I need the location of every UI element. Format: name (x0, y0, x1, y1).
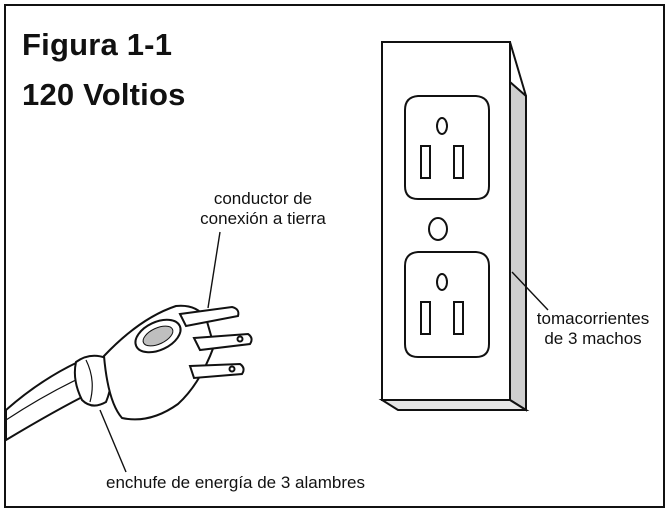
ground-label-line2: conexión a tierra (200, 209, 326, 228)
ground-conductor-label: conductor de conexión a tierra (178, 189, 348, 229)
upper-receptacle (404, 95, 490, 200)
outlet-label: tomacorrientes de 3 machos (518, 309, 668, 349)
leader-lines (99, 231, 549, 473)
voltage-label: 120 Voltios (22, 77, 186, 112)
power-plug (73, 304, 253, 421)
outlet-label-line2: de 3 machos (544, 329, 642, 348)
figure-frame (4, 4, 665, 508)
figure-title: Figura 1-1 (22, 27, 173, 62)
lower-receptacle (404, 251, 490, 358)
ground-label-line1: conductor de (213, 189, 313, 208)
outlet-label-line1: tomacorrientes (536, 309, 650, 328)
cover-screw (428, 217, 448, 241)
plug-label: enchufe de energía de 3 alambres (106, 473, 365, 492)
